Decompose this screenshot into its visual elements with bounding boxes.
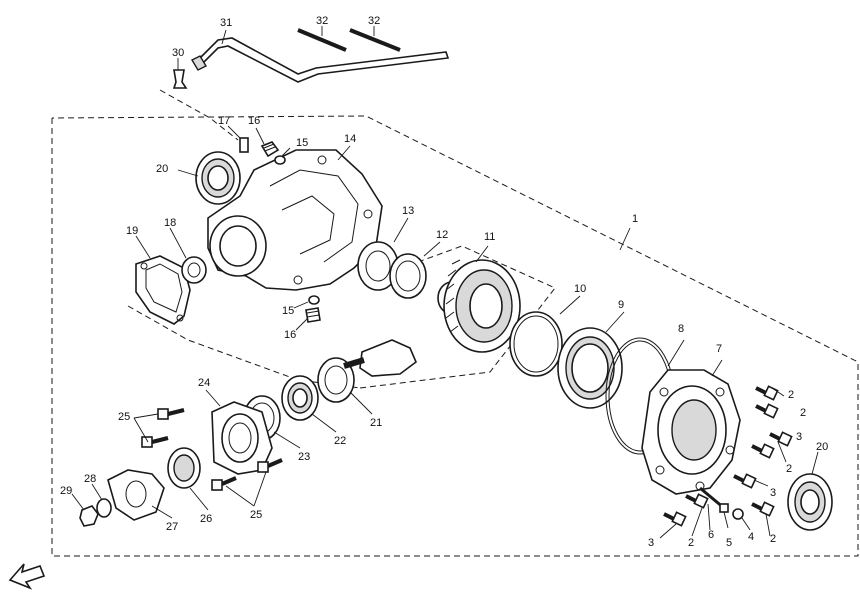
callout-2-right: 2	[770, 533, 776, 545]
callout-7: 7	[716, 343, 722, 355]
cover-bolt-3	[769, 431, 793, 447]
plug-lower	[305, 307, 321, 323]
flange-bolt-4	[257, 458, 283, 473]
callout-22: 22	[334, 435, 346, 447]
callout-15-lower: 15	[282, 305, 294, 317]
callout-27: 27	[166, 521, 178, 533]
callout-12: 12	[436, 229, 448, 241]
washer-lower	[308, 295, 320, 305]
callout-31: 31	[220, 17, 232, 29]
callout-15-upper: 15	[296, 137, 308, 149]
callout-8: 8	[678, 323, 684, 335]
callout-2-top: 2	[788, 389, 794, 401]
callout-3-mid: 3	[796, 431, 802, 443]
pinion-bearing-outer	[317, 357, 355, 403]
washer-upper	[274, 155, 286, 165]
yoke-washer	[96, 498, 112, 518]
callout-2-lower: 2	[688, 537, 694, 549]
small-bearing	[181, 256, 207, 284]
breather-tube	[191, 37, 450, 83]
leader-lines	[71, 26, 819, 539]
callout-3-right: 3	[770, 487, 776, 499]
pinion-gear	[343, 339, 417, 377]
ring-gear	[437, 259, 521, 353]
flange-bolt-3	[211, 476, 237, 491]
cover-bolt-8	[663, 511, 687, 527]
callout-23: 23	[298, 451, 310, 463]
callout-4: 4	[748, 531, 754, 543]
callout-9: 9	[618, 299, 624, 311]
front-arrow-icon	[8, 563, 46, 590]
output-yoke	[107, 469, 165, 521]
callout-5: 5	[726, 537, 732, 549]
hose-clamp-2	[349, 28, 401, 52]
breather-stud	[239, 137, 249, 153]
callout-26: 26	[200, 513, 212, 525]
gear-housing	[207, 149, 383, 291]
callout-10: 10	[574, 283, 586, 295]
callout-labels: 1 2 2 2 2 2 3 3 3 4 5 6 7 8 9 10 11 12 1…	[60, 15, 828, 549]
callout-1: 1	[632, 213, 638, 225]
plug-upper	[260, 141, 280, 158]
flange-bolt-2	[141, 436, 169, 448]
callout-19: 19	[126, 225, 138, 237]
callout-21: 21	[370, 417, 382, 429]
pinion-bearing-inner	[281, 375, 319, 421]
pinion-oil-seal	[167, 447, 201, 489]
ring-gear-subgroup-outline	[127, 245, 556, 389]
end-cover	[641, 369, 741, 495]
callout-16-upper: 16	[248, 115, 260, 127]
cover-bolt-6	[751, 501, 775, 517]
callout-3-left: 3	[648, 537, 654, 549]
callout-11: 11	[484, 231, 495, 243]
callout-30: 30	[172, 47, 184, 59]
callout-28: 28	[84, 473, 96, 485]
oil-seal-right	[787, 473, 833, 531]
cover-bolt-7	[685, 493, 709, 509]
callout-20-right: 20	[816, 441, 828, 453]
callout-32-left: 32	[316, 15, 328, 27]
flange-bolt-1	[157, 408, 185, 420]
callout-25-bottom: 25	[250, 509, 262, 521]
o-ring-small	[509, 311, 563, 377]
callout-14: 14	[344, 133, 356, 145]
pinion-housing	[211, 401, 273, 475]
callout-13: 13	[402, 205, 414, 217]
hose-clamp-1	[297, 28, 347, 52]
callout-2-upper-right: 2	[800, 407, 806, 419]
cover-bolt-1	[755, 385, 779, 401]
callout-18: 18	[164, 217, 176, 229]
callout-16-lower: 16	[284, 329, 296, 341]
callout-17: 17	[218, 115, 230, 127]
cover-bolt-5	[733, 473, 757, 489]
callout-24: 24	[198, 377, 210, 389]
callout-32-right: 32	[368, 15, 380, 27]
yoke-nut	[79, 505, 99, 527]
oil-seal-upper	[195, 151, 241, 205]
breather-fitting	[172, 69, 188, 89]
small-washer	[732, 508, 744, 520]
callout-2-mid: 2	[786, 463, 792, 475]
callout-25-left: 25	[118, 411, 130, 423]
small-nut	[719, 503, 729, 513]
callout-6: 6	[708, 529, 714, 541]
gasket	[135, 255, 191, 325]
assembly-boundary	[51, 89, 859, 557]
cover-bolt-4	[751, 443, 775, 459]
large-bearing	[557, 327, 623, 409]
callout-20-left: 20	[156, 163, 168, 175]
cover-bolt-2	[755, 403, 779, 419]
shim-ring	[389, 253, 427, 299]
callout-29: 29	[60, 485, 72, 497]
